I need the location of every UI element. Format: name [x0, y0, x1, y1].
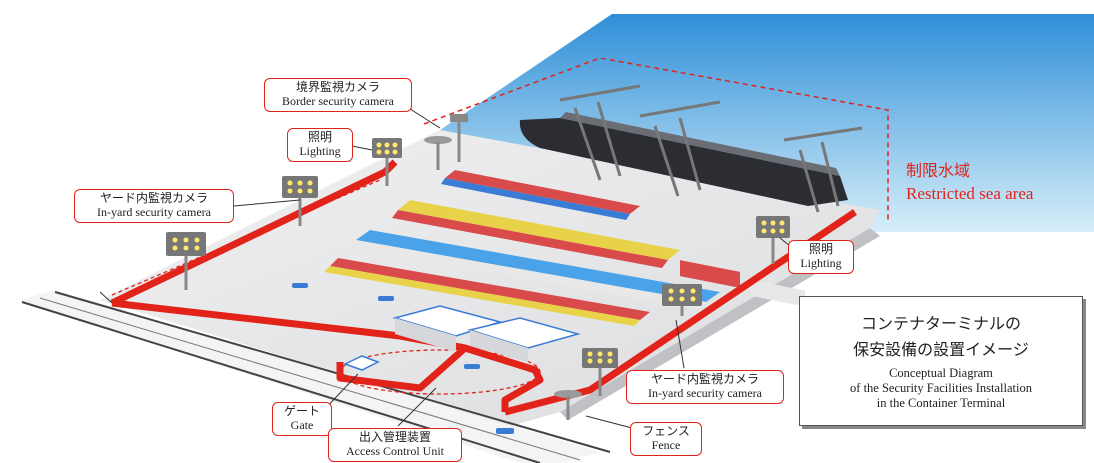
lighting-right-en: Lighting [800, 255, 842, 270]
access-control-callout: 出入管理装置 Access Control Unit [328, 428, 462, 462]
gate-jp: ゲート [283, 404, 320, 418]
road [20, 290, 600, 463]
title-jp-line2: 保安設備の設置イメージ [853, 340, 1029, 359]
fence-callout: フェンス Fence [630, 422, 702, 456]
restricted-sea-en: Restricted sea area [906, 184, 1034, 204]
container-stacks [324, 170, 720, 326]
ship-deck [560, 112, 840, 176]
gantry-crane-1 [559, 84, 641, 181]
title-en-line2: of the Security Facilities Installation [850, 381, 1032, 395]
yard-camera-left-jp: ヤード内監視カメラ [99, 191, 208, 205]
ship-cargo-2 [680, 260, 740, 288]
title-en-line1: Conceptual Diagram [889, 366, 993, 380]
vehicle-3 [464, 364, 480, 369]
lighting-right-jp: 照明 [808, 242, 833, 256]
yard-camera-right-callout: ヤード内監視カメラ In-yard security camera [626, 370, 784, 404]
sea-area [440, 14, 1094, 232]
lighting-left-en: Lighting [299, 143, 341, 158]
restricted-sea-jp: 制限水域 [906, 161, 971, 180]
ship-cargo-3 [750, 279, 805, 307]
road-line-3 [54, 291, 611, 453]
yard-ground [100, 130, 880, 426]
vehicle-1 [292, 283, 308, 288]
title-jp-line1: コンテナターミナルの [860, 314, 1021, 333]
fence-line [110, 159, 398, 307]
lighting-left-callout: 照明 Lighting [287, 128, 353, 162]
lighting-right-callout: 照明 Lighting [788, 240, 854, 274]
light-tower-1 [372, 138, 402, 186]
fence-line-right [504, 209, 857, 416]
border-camera-pole [424, 114, 582, 420]
lighting-left-jp: 照明 [307, 130, 332, 144]
yard-camera-left-en: In-yard security camera [97, 204, 211, 219]
border-camera-jp: 境界監視カメラ [295, 80, 380, 94]
gate-callout: ゲート Gate [272, 402, 332, 436]
fence-jp: フェンス [642, 424, 690, 438]
border-camera-callout: 境界監視カメラ Border security camera [264, 78, 412, 112]
gate-en: Gate [290, 417, 314, 432]
light-tower-2 [282, 176, 318, 226]
access-control-en: Access Control Unit [346, 443, 444, 458]
road-line-2 [39, 297, 581, 461]
yard-camera-right-jp: ヤード内監視カメラ [650, 372, 759, 386]
light-tower-5 [662, 284, 702, 316]
border-camera-en: Border security camera [282, 93, 394, 108]
light-tower-3 [166, 232, 206, 290]
fence-line-gate [336, 344, 544, 412]
light-tower-6 [582, 348, 618, 396]
gantry-crane-3 [783, 126, 863, 213]
vehicle-4 [496, 428, 514, 434]
vehicle-2 [378, 296, 394, 301]
yard-camera-right-en: In-yard security camera [648, 385, 762, 400]
container-ship [519, 118, 848, 206]
restricted-sea-boundary [423, 57, 889, 222]
restricted-sea-label: 制限水域 Restricted sea area [906, 160, 1033, 206]
fence-en: Fence [651, 437, 681, 452]
gate-buildings [343, 305, 581, 371]
access-control-jp: 出入管理装置 [358, 430, 431, 444]
diagram-title-box: コンテナターミナルの 保安設備の設置イメージ Conceptual Diagra… [799, 296, 1083, 426]
gantry-crane-2 [639, 100, 721, 197]
title-en-line3: in the Container Terminal [876, 396, 1006, 410]
light-tower-4 [756, 216, 790, 264]
yard-camera-left-callout: ヤード内監視カメラ In-yard security camera [74, 189, 234, 223]
